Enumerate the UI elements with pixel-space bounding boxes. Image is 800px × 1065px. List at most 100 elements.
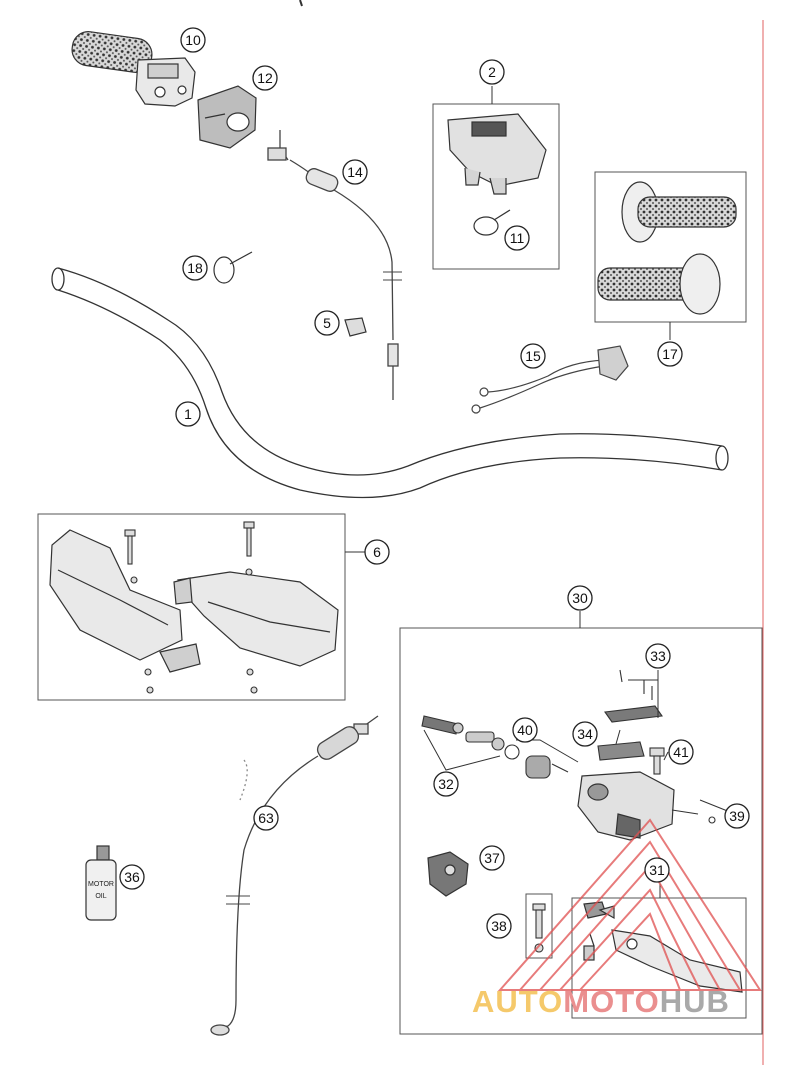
brake-lever-frame xyxy=(571,897,747,1019)
callout-circle xyxy=(253,805,279,831)
callout-32: 32 xyxy=(433,771,459,797)
cropped-heading-fragment xyxy=(299,0,303,7)
callout-label: 63 xyxy=(258,810,274,826)
callout-11: 11 xyxy=(504,225,530,251)
callout-33: 33 xyxy=(645,643,671,669)
callout-label: 31 xyxy=(649,862,665,878)
screw-38-part xyxy=(532,903,546,953)
watermark-text-auto: AUTO xyxy=(472,984,563,1019)
watermark-text-moto: MOTO xyxy=(563,984,659,1019)
callout-39: 39 xyxy=(724,803,750,829)
callout-label: 17 xyxy=(662,346,678,362)
callout-15: 15 xyxy=(520,343,546,369)
callout-18: 18 xyxy=(182,255,208,281)
switch-group-frame xyxy=(432,103,560,270)
callout-63: 63 xyxy=(253,805,279,831)
callout-circle xyxy=(252,65,278,91)
callout-circle xyxy=(644,857,670,883)
callout-circle xyxy=(645,643,671,669)
cable-tie-11-part xyxy=(473,209,511,236)
hand-guards-group-frame xyxy=(37,513,346,701)
callout-6: 6 xyxy=(364,539,390,565)
reservoir-part xyxy=(427,851,469,897)
callout-circle xyxy=(504,225,530,251)
callout-circle xyxy=(512,717,538,743)
callout-label: 5 xyxy=(323,315,331,331)
callout-34: 34 xyxy=(572,721,598,747)
callout-30: 30 xyxy=(567,585,593,611)
callout-circle xyxy=(180,27,206,53)
callout-40: 40 xyxy=(512,717,538,743)
callout-circle xyxy=(657,341,683,367)
callout-circle xyxy=(314,310,340,336)
callout-label: 30 xyxy=(572,590,588,606)
callout-circle xyxy=(572,721,598,747)
kill-switch-part xyxy=(471,345,629,414)
grip-left-part xyxy=(621,181,737,243)
callout-circle xyxy=(486,913,512,939)
callout-label: 2 xyxy=(488,64,496,80)
hand-guard-right-part xyxy=(173,571,339,667)
callout-circle xyxy=(724,803,750,829)
throttle-cover-part xyxy=(197,85,257,149)
callout-circle xyxy=(342,159,368,185)
throttle-cable-part xyxy=(267,130,402,400)
callout-38: 38 xyxy=(486,913,512,939)
callout-label: 40 xyxy=(517,722,533,738)
callout-label: 15 xyxy=(525,348,541,364)
callout-label: 1 xyxy=(184,406,192,422)
callout-1: 1 xyxy=(175,401,201,427)
callout-36: 36 xyxy=(119,864,145,890)
callout-12: 12 xyxy=(252,65,278,91)
callout-circle xyxy=(119,864,145,890)
callout-17: 17 xyxy=(657,341,683,367)
brake-assembly-frame xyxy=(399,627,763,1035)
callout-circle xyxy=(364,539,390,565)
callout-circle xyxy=(520,343,546,369)
reservoir-cover-part xyxy=(604,669,663,723)
callout-label: 12 xyxy=(257,70,273,86)
callout-label: 37 xyxy=(484,850,500,866)
dust-boot-part xyxy=(525,755,569,779)
callout-group: 10 12 14 2 11 17 18 5 15 1 6 30 33 40 34 41 32 39 63 37 31 36… xyxy=(119,27,750,939)
brake-lever-part xyxy=(583,901,743,993)
screw-41-part xyxy=(649,747,665,775)
callout-31: 31 xyxy=(644,857,670,883)
handlebar-switch-part xyxy=(447,113,547,195)
oil-bottle-label-line1: MOTOR xyxy=(88,881,114,888)
callout-circle xyxy=(479,59,505,85)
diaphragm-part xyxy=(597,741,645,761)
callout-label: 33 xyxy=(650,648,666,664)
throttle-grip-part xyxy=(71,31,196,107)
callout-label: 39 xyxy=(729,808,745,824)
callout-circle xyxy=(175,401,201,427)
handlebar-part xyxy=(51,267,729,499)
cable-tie-18-part xyxy=(213,251,253,284)
callout-label: 41 xyxy=(673,744,689,760)
clutch-cable-part xyxy=(210,715,379,1036)
callout-circle xyxy=(668,739,694,765)
master-cylinder-part xyxy=(577,771,675,841)
oil-bottle-label-line2: OIL xyxy=(95,893,106,900)
callout-label: 14 xyxy=(347,164,363,180)
callout-10: 10 xyxy=(180,27,206,53)
callout-label: 34 xyxy=(577,726,593,742)
piston-kit-part xyxy=(421,715,520,760)
callout-label: 6 xyxy=(373,544,381,560)
pivot-pin-part xyxy=(671,809,716,824)
callout-label: 38 xyxy=(491,918,507,934)
grip-right-part xyxy=(597,253,721,315)
watermark-text: AUTOMOTOHUB xyxy=(472,984,730,1019)
hand-guard-left-part xyxy=(49,529,201,673)
callout-circle xyxy=(567,585,593,611)
callout-41: 41 xyxy=(668,739,694,765)
callout-37: 37 xyxy=(479,845,505,871)
callout-label: 18 xyxy=(187,260,203,276)
callout-circle xyxy=(182,255,208,281)
callout-label: 10 xyxy=(185,32,201,48)
oil-bottle-part: MOTOR OIL xyxy=(85,845,117,921)
screw-set-frame xyxy=(525,893,553,959)
callout-label: 11 xyxy=(510,230,525,246)
